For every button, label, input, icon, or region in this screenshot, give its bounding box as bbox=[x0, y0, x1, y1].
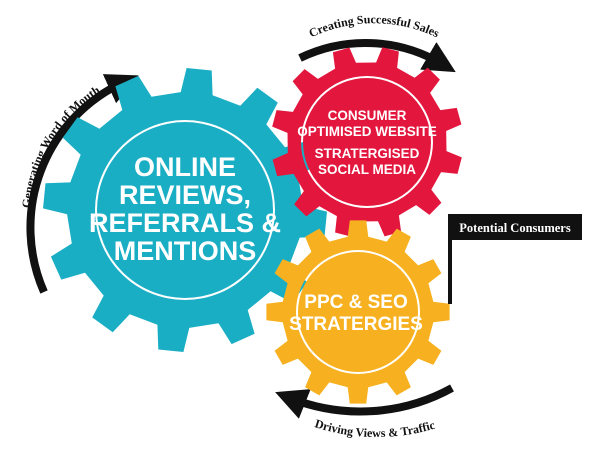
potential-consumers-label: Potential Consumers bbox=[459, 221, 571, 235]
gear-red-line-1: CONSUMER bbox=[328, 108, 407, 123]
gear-blue-line-3: REFERRALS & bbox=[89, 208, 281, 238]
gear-yellow-hub bbox=[298, 252, 418, 372]
gear-yellow: PPC & SEO STRATERGIES bbox=[266, 220, 450, 404]
potential-consumers-callout: Potential Consumers bbox=[448, 214, 582, 304]
potential-consumers-connector bbox=[448, 214, 452, 304]
gear-yellow-line-1: PPC & SEO bbox=[304, 292, 407, 313]
gear-yellow-line-2: STRATERGIES bbox=[289, 314, 423, 335]
gear-blue-hub bbox=[97, 122, 273, 298]
gear-blue-line-2: REVIEWS, bbox=[119, 180, 251, 210]
gear-red-line-3: STRATERGISED bbox=[315, 146, 420, 161]
gear-red: CONSUMER OPTIMISED WEBSITE STRATERGISED … bbox=[272, 47, 462, 237]
gear-red-shape bbox=[272, 47, 462, 237]
gear-blue: ONLINE REVIEWS, REFERRALS & MENTIONS bbox=[43, 68, 327, 352]
gear-red-line-4: SOCIAL MEDIA bbox=[318, 162, 416, 177]
left-curved-arrow bbox=[26, 74, 139, 294]
bottom-curved-arrow bbox=[275, 384, 454, 419]
bottom-arrow-label: Driving Views & Traffic bbox=[313, 416, 437, 440]
top-curved-arrow bbox=[298, 38, 456, 73]
gear-blue-line-4: MENTIONS bbox=[114, 236, 257, 266]
gear-blue-shape bbox=[43, 68, 327, 352]
gear-red-hub bbox=[303, 78, 431, 206]
gear-yellow-shape bbox=[266, 220, 450, 404]
potential-consumers-box bbox=[448, 214, 582, 240]
gear-red-line-2: OPTIMISED WEBSITE bbox=[297, 124, 437, 139]
gear-blue-line-1: ONLINE bbox=[134, 152, 236, 182]
top-arrow-label: Creating Successful Sales bbox=[307, 12, 442, 40]
